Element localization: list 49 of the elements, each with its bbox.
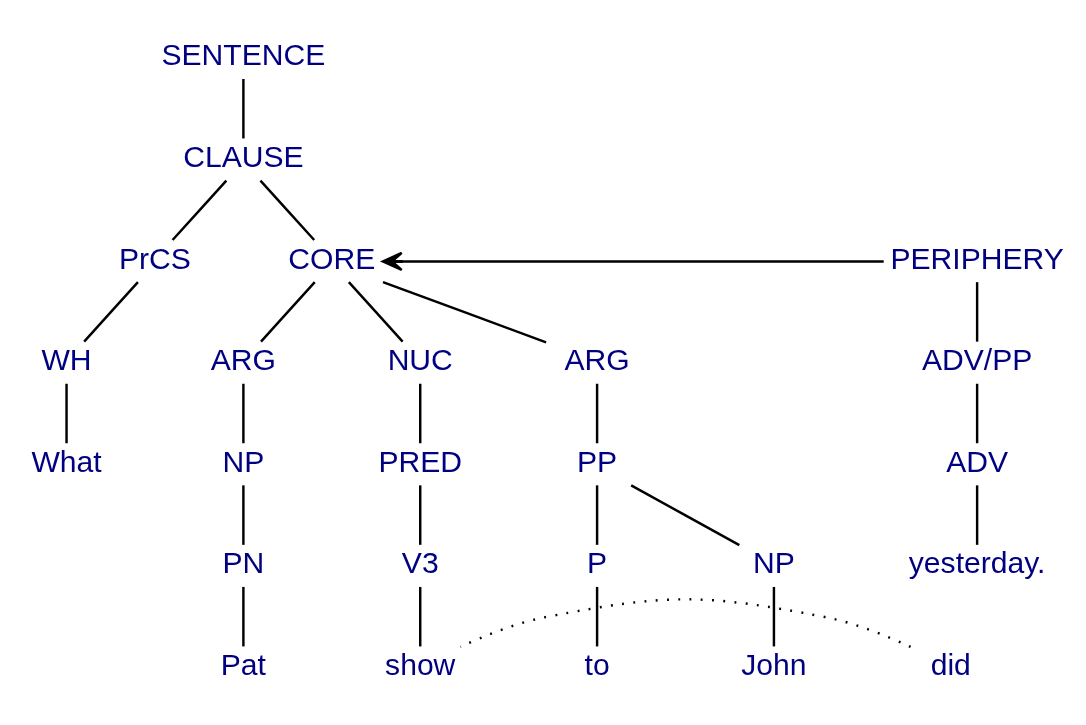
connector <box>595 586 599 646</box>
node-text: ARG <box>564 342 630 376</box>
node-text: PN <box>222 545 265 579</box>
connector <box>975 484 979 545</box>
connector <box>975 281 979 342</box>
node-text: CLAUSE <box>183 139 304 173</box>
connector <box>975 383 979 443</box>
node-text: ADV <box>946 444 1009 478</box>
node-text: did <box>930 647 971 681</box>
node-text: WH <box>41 342 92 376</box>
node-text: V3 <box>401 545 439 579</box>
connector <box>419 586 422 646</box>
connector <box>772 586 776 646</box>
node-text: PRED <box>378 444 463 478</box>
connector <box>259 179 316 241</box>
connector <box>171 179 228 241</box>
connector <box>595 383 599 443</box>
node-text: PERIPHERY <box>890 241 1064 275</box>
connector <box>419 484 422 545</box>
connector <box>347 280 404 342</box>
node-text: What <box>31 444 102 478</box>
node-text: NUC <box>387 342 453 376</box>
node-text: PP <box>577 444 618 478</box>
connector <box>630 483 740 546</box>
node-text: yesterday. <box>908 545 1046 579</box>
node-text: NP <box>222 444 265 478</box>
connector <box>242 484 245 545</box>
connector <box>459 597 912 648</box>
connector <box>382 280 547 343</box>
node-text: John <box>741 647 807 681</box>
connector <box>242 383 245 443</box>
connector <box>419 383 422 443</box>
node-text: to <box>584 647 610 681</box>
connector <box>83 280 139 342</box>
arrow <box>381 251 884 271</box>
node-text: SENTENCE <box>161 37 326 71</box>
connector <box>242 78 245 138</box>
node-text: Pat <box>220 647 266 681</box>
connector <box>242 586 245 646</box>
node-text: P <box>587 545 608 579</box>
connector <box>595 484 599 545</box>
node-text: PrCS <box>119 241 191 275</box>
node-text: ARG <box>210 342 276 376</box>
connector <box>65 383 68 443</box>
node-text: CORE <box>288 241 376 275</box>
node-text: ADV/PP <box>921 342 1033 376</box>
node-text: NP <box>753 545 795 579</box>
node-text: show <box>385 647 456 681</box>
connector <box>260 280 316 342</box>
